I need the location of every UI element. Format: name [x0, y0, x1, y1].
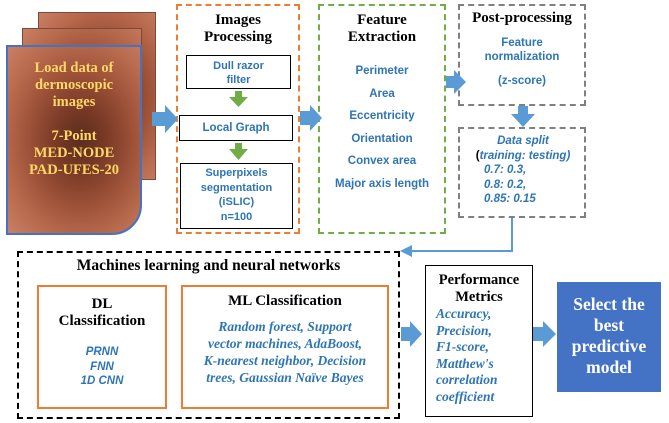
data-split-title: Data split — [497, 135, 549, 147]
dl-list: PRNN FNN 1D CNN — [39, 345, 165, 389]
arrow-right-icon — [446, 70, 466, 94]
local-graph-box: Local Graph — [179, 115, 293, 141]
feature-list: Perimeter Area Eccentricity Orientation … — [320, 65, 444, 200]
feature-item: Area — [369, 87, 395, 100]
dl-item: FNN — [90, 360, 114, 373]
arrow-right-icon — [401, 321, 422, 347]
data-split-panel — [458, 127, 586, 218]
metric-item: coefficient — [436, 388, 495, 404]
post-processing-panel — [458, 4, 586, 106]
dataset-item: MED-NODE — [33, 145, 115, 161]
data-split-subtitle: (training: testing) — [475, 149, 571, 162]
data-split-ratio: 0.7: 0.3, — [484, 164, 527, 176]
dl-item: PRNN — [85, 346, 119, 358]
feature-extraction-title: Feature Extraction — [347, 12, 417, 45]
input-line: images — [52, 94, 96, 110]
dull-razor-filter-box: Dull razor filter — [186, 55, 291, 89]
select-best-model-box: Select the best predictive model — [557, 282, 661, 392]
ml-methods: Random forest, Support vector machines, … — [203, 319, 367, 385]
dataset-item: 7-Point — [51, 128, 97, 144]
data-split-ratio: 0.85: 0.15 — [484, 193, 536, 205]
performance-metrics-title: Performance Metrics — [438, 272, 520, 305]
images-processing-title: Images Processing — [203, 12, 273, 45]
arrow-right-icon — [152, 105, 178, 133]
dl-classification-title: DL Classification — [58, 296, 146, 329]
dl-classification-box — [37, 285, 167, 409]
dl-item: 1D CNN — [80, 375, 124, 387]
data-split-body: Data split (training: testing) 0.7: 0.3,… — [462, 134, 584, 207]
ml-classification-box — [181, 285, 389, 409]
superpixels-segmentation-box: Superpixels segmentation (iSLIC) n=100 — [180, 163, 293, 229]
feature-item: Convex area — [347, 155, 417, 167]
metric-item: Precision, — [436, 322, 492, 338]
arrow-left-icon — [400, 245, 412, 257]
input-line: Load data of — [34, 60, 114, 76]
ml-nn-panel — [17, 251, 400, 419]
feature-item: Orientation — [351, 132, 413, 145]
connector-line — [410, 218, 513, 252]
metric-item: correlation — [436, 372, 498, 387]
arrow-down-icon — [511, 106, 535, 127]
performance-metrics-list: Accuracy, Precision, F1-score, Matthew's… — [436, 306, 532, 405]
dataset-list: 7-Point MED-NODE PAD-UFES-20 — [8, 128, 140, 179]
ml-nn-title: Machines learning and neural networks — [76, 257, 341, 274]
arrow-down-icon — [229, 91, 248, 107]
metric-item: F1-score, — [436, 339, 489, 354]
feature-item: Perimeter — [355, 65, 409, 77]
input-label: Load data of dermoscopic images — [8, 60, 140, 111]
dataset-item: PAD-UFES-20 — [29, 162, 119, 178]
arrow-down-icon — [229, 143, 248, 160]
post-processing-body: Feature normalization (z-score) — [484, 37, 560, 87]
arrow-right-icon — [533, 321, 556, 347]
post-processing-title: Post-processing — [472, 10, 572, 26]
dermoscopic-image-front — [6, 45, 142, 235]
metric-item: Matthew's — [436, 355, 494, 371]
data-split-ratio: 0.8: 0.2, — [484, 178, 527, 191]
arrow-right-icon — [300, 105, 322, 131]
input-line: dermoscopic — [34, 77, 114, 93]
ml-classification-title: ML Classification — [228, 293, 342, 309]
performance-metrics-box — [425, 265, 533, 417]
feature-item: Eccentricity — [349, 110, 415, 122]
metric-item: Accuracy, — [436, 306, 492, 321]
feature-item: Major axis length — [335, 177, 429, 190]
